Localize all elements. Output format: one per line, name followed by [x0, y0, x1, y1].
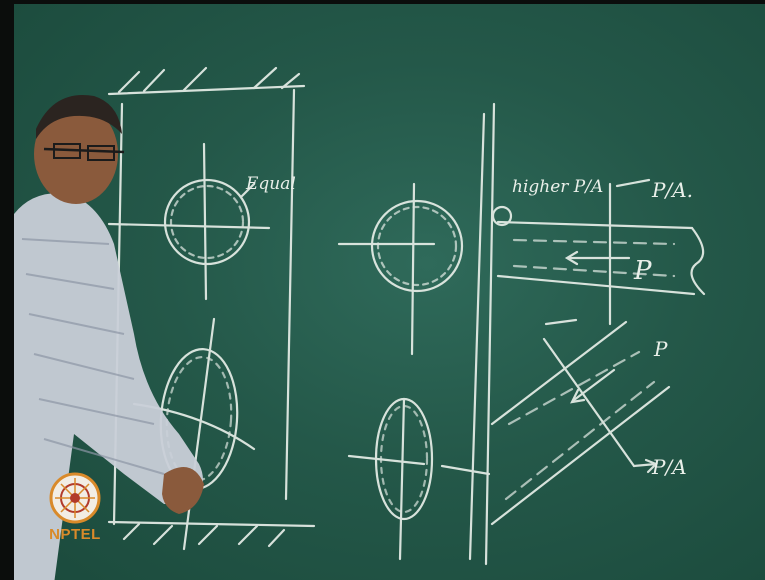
wall-line-2 — [484, 102, 496, 566]
wall-line-1 — [468, 112, 486, 561]
right-panel-edge — [284, 88, 296, 501]
chalk-drawing: Equal higher P/A P/A. P P P/A — [14, 66, 706, 580]
label-p-over-a-bottom: P/A — [651, 455, 687, 479]
top-hatch — [107, 66, 306, 96]
chalkboard: Equal higher P/A P/A. P P P/A — [14, 4, 765, 580]
upper-circle — [107, 142, 271, 301]
label-higher-p-over-a: higher P/A — [512, 177, 603, 197]
inclined-member — [490, 318, 671, 526]
label-equal: Equal — [245, 174, 296, 194]
bottom-hatch — [107, 520, 316, 548]
nptel-logo: NPTEL — [36, 470, 114, 550]
label-p-over-a-top: P/A. — [651, 178, 693, 202]
label-p-middle: P — [653, 337, 668, 361]
middle-circle — [337, 182, 464, 356]
nptel-logo-text: NPTEL — [49, 526, 101, 543]
middle-ellipse — [347, 397, 491, 561]
label-p-top: P — [633, 256, 652, 286]
horizontal-member — [491, 178, 706, 326]
